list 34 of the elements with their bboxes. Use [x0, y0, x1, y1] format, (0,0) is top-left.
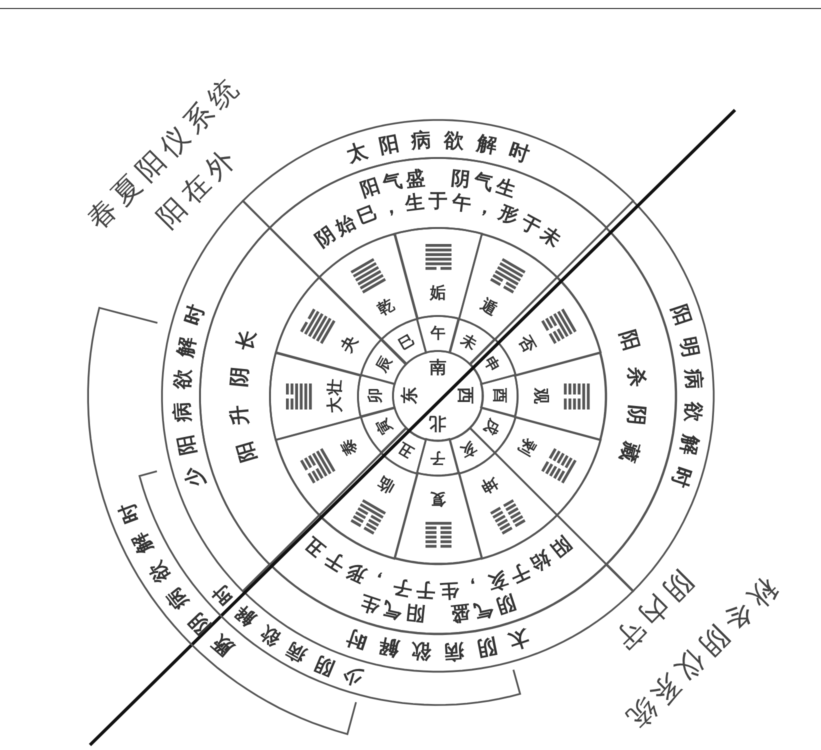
ring-label: 酉 [490, 387, 510, 406]
ring-label: 太阴病欲解时 [344, 627, 532, 665]
ring-label: 丑 [398, 440, 416, 459]
ring-label: 大壮 [325, 377, 346, 415]
ring-label: 北 [428, 412, 448, 434]
ring-label: 未 [460, 332, 478, 352]
ring-label: 泰 [338, 438, 359, 458]
ring-label: 亥 [460, 440, 478, 459]
ring-label: 否 [517, 334, 538, 354]
ring-label: 阳升阴长 [226, 327, 258, 465]
ring-label: 巳 [398, 332, 416, 352]
ring-label: 辰 [374, 356, 394, 374]
ring-label: 寅 [374, 418, 394, 436]
ring-label: 戌 [482, 418, 501, 436]
ring-label: 复 [428, 489, 447, 509]
ring-label: 午 [429, 324, 446, 344]
ring-label: 遁 [480, 296, 500, 317]
ring-label: 太阳病欲解时 [344, 127, 532, 164]
ring-label: 姤 [428, 283, 447, 303]
ring-label: 坤 [480, 475, 500, 496]
ring-label: 申 [482, 356, 501, 374]
ring-label: 少阳病欲解时 [169, 302, 206, 490]
ring-label: 阳明病欲解时 [669, 302, 707, 490]
ring-label: 临 [376, 475, 396, 496]
ring-label: 南 [428, 358, 448, 380]
ring-label: 卯 [366, 387, 386, 406]
ring-label: 观 [531, 386, 551, 406]
ring-label: 夬 [338, 334, 359, 354]
ring-label: 阳杀阴藏 [618, 327, 650, 465]
ring-label: 子 [429, 448, 446, 468]
ring-label: 乾 [376, 296, 396, 317]
ring-label: 西 [454, 386, 476, 406]
ring-label: 东 [400, 386, 422, 406]
ring-label: 剥 [517, 438, 538, 458]
